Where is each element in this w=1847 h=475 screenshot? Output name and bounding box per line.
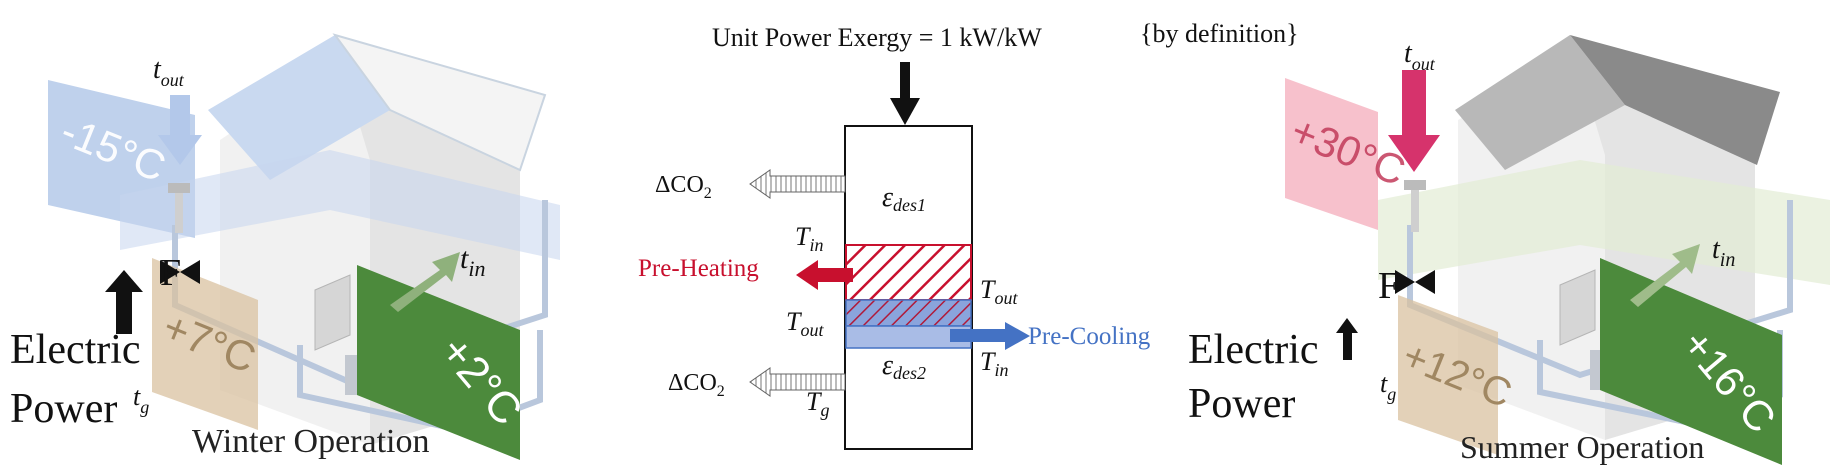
summer-valve-icon xyxy=(1395,270,1415,294)
co2-arrow-lower xyxy=(749,367,846,397)
summer-power-arrow xyxy=(1343,330,1352,360)
winter-indoor-arrow xyxy=(390,252,460,312)
winter-power-label: Power xyxy=(10,386,117,432)
winter-valve-icon-right xyxy=(180,260,200,284)
winter-t-g-label: tg xyxy=(133,382,149,417)
winter-valve-icon xyxy=(160,260,180,284)
co2-lower-label: ΔCO2 xyxy=(668,370,725,400)
unit-power-exergy-label: Unit Power Exergy = 1 kW/kW xyxy=(712,23,1042,52)
winter-vent-pipe xyxy=(175,193,183,233)
winter-illustration xyxy=(48,33,560,460)
pre-heating-arrow xyxy=(796,260,853,290)
summer-valve-label: F xyxy=(1378,265,1399,307)
summer-electric-label: Electric xyxy=(1188,327,1319,373)
summer-valve-icon-right xyxy=(1415,270,1435,294)
t-g-label: Tg xyxy=(806,387,829,420)
t-in-heating-label: Tin xyxy=(795,222,823,255)
winter-valve-label: F xyxy=(160,252,181,294)
summer-t-out-label: tout xyxy=(1404,38,1436,74)
winter-power-arrow xyxy=(116,290,132,334)
summer-vent-cap xyxy=(1404,180,1426,190)
summer-pipe-loop xyxy=(1407,200,1793,379)
winter-caption: Winter Operation xyxy=(192,423,430,460)
summer-caption: Summer Operation xyxy=(1460,429,1704,465)
summer-outdoor-arrow xyxy=(1388,70,1440,172)
summer-illustration xyxy=(1285,35,1830,465)
winter-heat-pump xyxy=(314,274,351,351)
pre-cooling-label: Pre-Cooling xyxy=(1028,323,1151,350)
t-out-heating-label: Tout xyxy=(980,275,1018,308)
summer-roof-right xyxy=(1570,35,1780,165)
exergy-diagram xyxy=(749,62,1030,450)
eps-des1-label: εdes1 xyxy=(882,182,926,215)
winter-t-in-label: tin xyxy=(460,242,485,281)
summer-power-label: Power xyxy=(1188,381,1295,427)
co2-arrow-upper xyxy=(749,169,846,199)
heating-band xyxy=(845,244,972,301)
winter-roof-right xyxy=(332,33,547,172)
winter-supply-band xyxy=(357,265,520,460)
summer-heat-pump xyxy=(1559,269,1596,346)
pre-heating-label: Pre-Heating xyxy=(638,255,759,282)
winter-vent-cap xyxy=(168,183,190,193)
winter-power-arrow-head xyxy=(105,270,143,292)
winter-t-out-label: tout xyxy=(153,54,185,90)
t-in-cooling-label: Tin xyxy=(980,347,1008,380)
pre-cooling-arrow xyxy=(950,322,1030,350)
summer-vent-pipe xyxy=(1411,190,1419,232)
winter-electric-label: Electric xyxy=(10,327,141,373)
by-definition-note: {by definition} xyxy=(1140,19,1299,48)
winter-roof-left xyxy=(208,35,390,180)
summer-air-flow xyxy=(1378,160,1830,285)
summer-warm-panel xyxy=(1285,78,1378,230)
summer-supply-band xyxy=(1600,258,1782,465)
t-out-cooling-label: Tout xyxy=(786,307,824,340)
winter-cold-flow xyxy=(120,150,560,260)
winter-outdoor-arrow xyxy=(158,95,202,165)
summer-ground-panel xyxy=(1398,295,1498,455)
summer-t-g-label: tg xyxy=(1380,369,1396,404)
power-input-arrow-shaft xyxy=(900,62,910,102)
summer-indoor-arrow xyxy=(1630,244,1700,307)
summer-t-in-label: tin xyxy=(1712,234,1735,271)
eps-des2-label: εdes2 xyxy=(882,350,926,383)
winter-ground-pipe xyxy=(345,355,359,395)
co2-upper-label: ΔCO2 xyxy=(655,172,712,202)
winter-ground-panel xyxy=(152,258,258,430)
summer-power-arrow-head xyxy=(1336,318,1358,333)
summer-roof-left xyxy=(1455,35,1625,170)
power-input-arrow-head xyxy=(890,98,920,125)
mixed-band xyxy=(845,299,972,327)
